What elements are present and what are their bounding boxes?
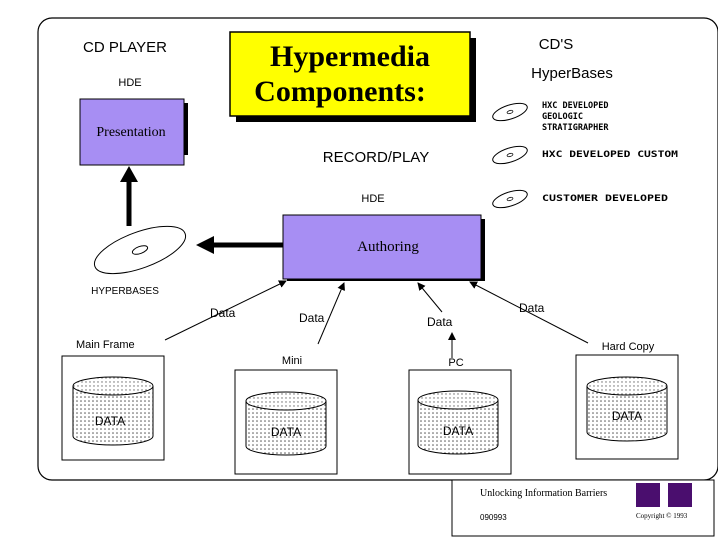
- source-pc-data: DATA: [443, 424, 473, 438]
- cd-player-label: CD PLAYER: [83, 39, 167, 56]
- authoring-box: Authoring: [282, 214, 485, 281]
- cd-item-3-label: CUSTOMER DEVELOPED: [542, 194, 668, 204]
- arrow-label-pc: Data: [427, 315, 453, 329]
- source-main-frame-label: Main Frame: [76, 339, 135, 351]
- arrow-main-frame: [164, 280, 287, 341]
- arrow-mini: [317, 282, 345, 345]
- title-box: Hypermedia Components:: [229, 31, 476, 122]
- arrow-hard-copy: [469, 281, 589, 344]
- presentation-box: Presentation: [79, 98, 188, 166]
- footer-copyright: Copyright © 1993: [636, 512, 688, 520]
- arrow-pc-upper: [417, 282, 443, 313]
- hyperbases-disk: [93, 225, 187, 275]
- authoring-label: Authoring: [357, 239, 419, 255]
- arrow-to-presentation: [120, 166, 138, 226]
- hde-top-label: HDE: [118, 77, 141, 89]
- footer-tagline: Unlocking Information Barriers: [480, 488, 607, 499]
- cd-item-1-line1: HXC DEVELOPED: [542, 101, 609, 111]
- footer-code: 090993: [480, 513, 507, 522]
- title-line2: Components:: [254, 75, 426, 108]
- source-mini-label: Mini: [282, 355, 302, 367]
- source-main-frame-data: DATA: [95, 414, 125, 428]
- source-pc: PC DATA: [408, 357, 512, 475]
- logo-block-right: [668, 483, 692, 507]
- source-main-frame: Main Frame DATA: [61, 339, 165, 461]
- hyperbases-label: HYPERBASES: [91, 286, 159, 297]
- arrow-label-mini: Data: [299, 311, 325, 325]
- footer: Unlocking Information Barriers 090993 Co…: [451, 479, 715, 537]
- source-pc-label: PC: [448, 357, 463, 369]
- source-hard-copy-label: Hard Copy: [602, 341, 655, 353]
- cd-item-2-label: HXC DEVELOPED CUSTOM: [542, 150, 678, 160]
- record-play-label: RECORD/PLAY: [323, 149, 429, 166]
- cd-item-1-line2: GEOLOGIC: [542, 112, 583, 122]
- arrow-authoring-to-disk: [196, 236, 284, 254]
- cd-item-3: CUSTOMER DEVELOPED: [492, 189, 668, 209]
- source-hard-copy-data: DATA: [612, 409, 642, 423]
- arrow-label-hard-copy: Data: [519, 301, 545, 315]
- hde-mid-label: HDE: [361, 193, 384, 205]
- source-mini: Mini DATA: [234, 355, 338, 475]
- arrow-label-main-frame: Data: [210, 306, 236, 320]
- source-hard-copy: Hard Copy DATA: [575, 341, 679, 460]
- title-line1: Hypermedia: [270, 40, 430, 73]
- cd-item-1-line3: STRATIGRAPHER: [542, 123, 609, 133]
- logo-block-left: [636, 483, 660, 507]
- cd-item-1: HXC DEVELOPED GEOLOGIC STRATIGRAPHER: [492, 101, 609, 133]
- data-arrows: [164, 280, 589, 358]
- cd-item-2: HXC DEVELOPED CUSTOM: [492, 145, 678, 165]
- source-mini-data: DATA: [271, 425, 301, 439]
- cds-title: CD'S: [539, 36, 574, 53]
- presentation-label: Presentation: [96, 125, 165, 140]
- cds-subtitle: HyperBases: [531, 65, 613, 82]
